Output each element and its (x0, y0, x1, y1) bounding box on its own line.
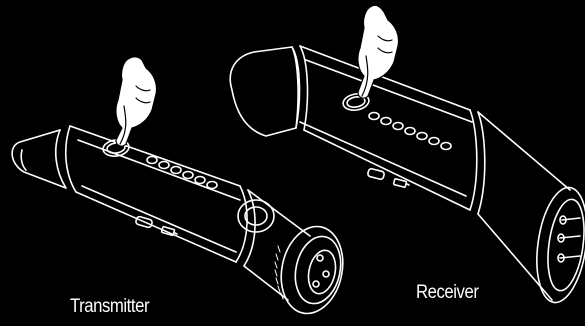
xlr-male-connector-icon (558, 216, 580, 262)
xlr-female-connector-icon (313, 255, 329, 287)
hand-pointer-icon (116, 57, 157, 146)
receiver-end-cap (230, 47, 298, 136)
led-indicators (369, 113, 451, 150)
hand-pointer-icon (358, 5, 399, 98)
usb-port-icon (367, 168, 384, 180)
receiver-label: Receiver (416, 282, 478, 304)
receiver-device (230, 46, 585, 306)
led-indicators (147, 157, 217, 189)
transmitter-label: Transmitter (70, 296, 149, 318)
transmitter-device (12, 126, 350, 319)
